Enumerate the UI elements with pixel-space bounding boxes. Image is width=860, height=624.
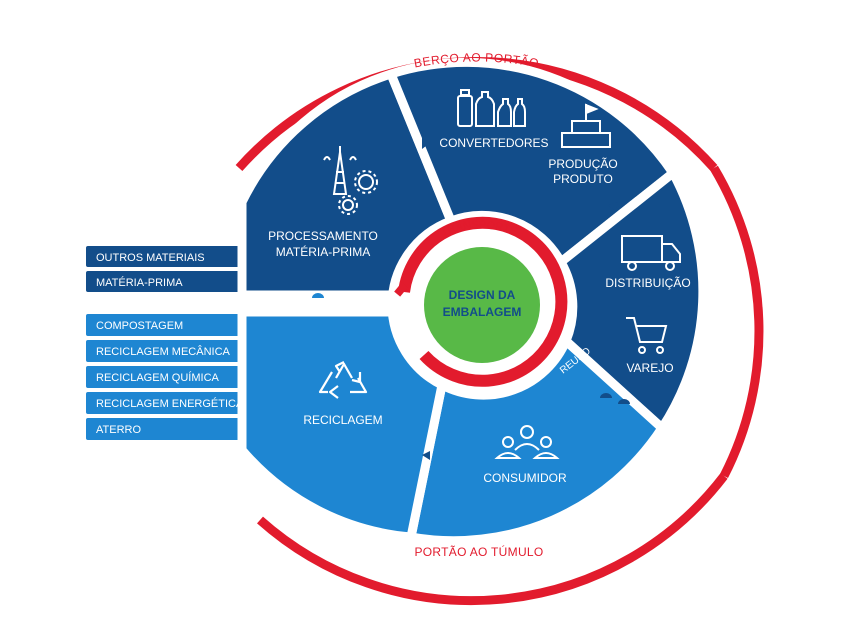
recycle-icon bbox=[318, 361, 368, 399]
output-tab-label-1: RECICLAGEM MECÂNICA bbox=[96, 345, 231, 358]
output-tab-label-3: RECICLAGEM ENERGÉTICA bbox=[96, 397, 244, 410]
truck-icon bbox=[621, 235, 681, 271]
output-tab-label-4: ATERRO bbox=[96, 424, 141, 436]
people-group-icon bbox=[494, 425, 560, 459]
input-tab-label-1: MATÉRIA-PRIMA bbox=[96, 276, 183, 289]
flow-arrow-icon bbox=[600, 393, 612, 398]
output-tab-label-0: COMPOSTAGEM bbox=[96, 320, 183, 332]
flow-arrow-icon bbox=[422, 451, 430, 460]
center-circle bbox=[424, 247, 540, 363]
varejo-label: VAREJO bbox=[626, 361, 673, 375]
bottom-arc-label: PORTÃO AO TÚMULO bbox=[414, 544, 543, 559]
transport-ring-tip bbox=[394, 282, 408, 297]
shopping-cart-icon bbox=[626, 317, 668, 354]
center-title-line1: DESIGN DA bbox=[449, 288, 516, 302]
producao-label-line1: PRODUÇÃO bbox=[548, 157, 617, 171]
segment-convertedores bbox=[386, 57, 678, 267]
distribuicao-label: DISTRIBUIÇÃO bbox=[605, 276, 690, 290]
processamento-label-line1: PROCESSAMENTO bbox=[268, 229, 378, 243]
transport-ring bbox=[398, 216, 568, 387]
output-tab-label-2: RECICLAGEM QUÍMICA bbox=[96, 371, 220, 384]
flow-arrows bbox=[312, 137, 630, 460]
convertedores-label: CONVERTEDORES bbox=[439, 136, 548, 150]
outer-arc-bottom bbox=[257, 473, 728, 606]
bottles-icon bbox=[457, 89, 526, 127]
ring-segments bbox=[237, 57, 708, 546]
input-tab-label-0: OUTROS MATERIAIS bbox=[96, 252, 205, 264]
flow-arrow-icon bbox=[618, 399, 630, 404]
flow-arrow-icon bbox=[422, 137, 430, 149]
producao-label-line2: PRODUTO bbox=[553, 172, 613, 186]
segment-consumidor bbox=[406, 336, 667, 546]
flow-arrow-icon bbox=[312, 293, 324, 298]
consumidor-label: CONSUMIDOR bbox=[483, 471, 567, 485]
segment-reciclagem bbox=[237, 300, 447, 542]
top-arc-label: BERÇO AO PORTÃO bbox=[413, 50, 540, 70]
oil-derrick-gears-icon bbox=[323, 146, 378, 215]
reciclagem-label: RECICLAGEM bbox=[303, 413, 382, 427]
podium-flag-icon bbox=[561, 103, 611, 148]
center-title-line2: EMBALAGEM bbox=[443, 305, 522, 319]
processamento-label-line2: MATÉRIA-PRIMA bbox=[276, 244, 370, 259]
outer-arc-right bbox=[710, 165, 764, 479]
segment-processamento bbox=[237, 69, 456, 310]
flow-arrow-icon bbox=[608, 202, 618, 211]
